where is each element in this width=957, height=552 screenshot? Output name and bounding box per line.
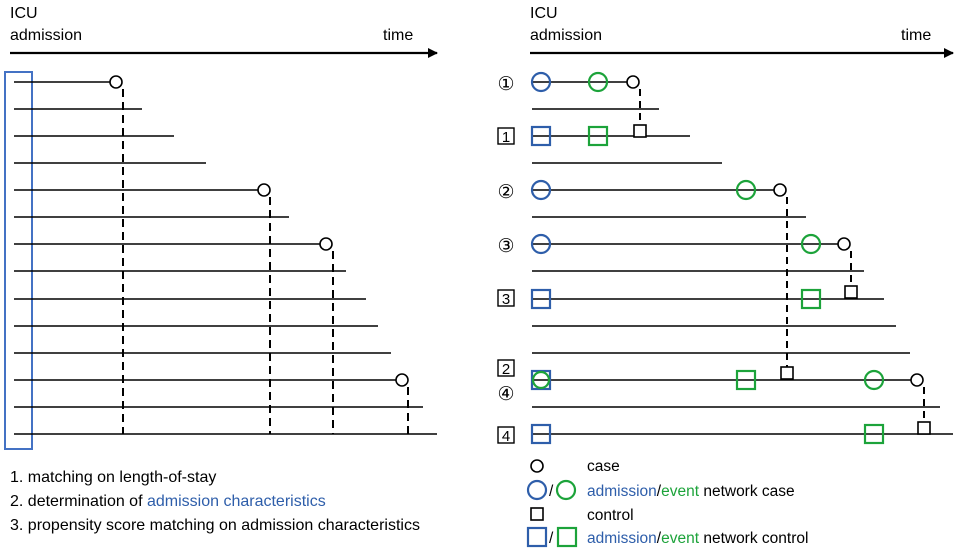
legend-slash-word: / <box>657 530 662 547</box>
case-number-marker: ① <box>497 74 514 95</box>
legend-slash: / <box>549 530 554 547</box>
case-circle <box>319 237 333 251</box>
legend-control-label: control <box>587 507 634 524</box>
case-circle <box>773 183 787 197</box>
event-network-markers <box>587 71 885 445</box>
legend-admission-square-icon <box>526 526 548 548</box>
step-2-prefix: 2. determination of <box>10 493 147 510</box>
event-network-control-square <box>863 423 885 445</box>
legend-slash-word: / <box>657 483 662 500</box>
legend-case-icon <box>530 459 544 473</box>
case-circle <box>257 183 271 197</box>
step-2-highlight: admission characteristics <box>147 493 326 510</box>
control-number-label: 3 <box>502 291 510 308</box>
right-panel: ICU admission time ① 1 ② ③ 3 2 ④ 4 <box>497 5 954 445</box>
event-network-control-square <box>800 288 822 310</box>
legend-slash: / <box>549 483 554 500</box>
legend-event-word: event <box>661 483 700 500</box>
right-case-markers <box>626 75 924 387</box>
case-circle <box>837 237 851 251</box>
control-square <box>633 124 647 138</box>
admission-network-control-square <box>530 423 552 445</box>
case-circle <box>395 373 409 387</box>
step-3-text: 3. propensity score matching on admissio… <box>10 517 420 534</box>
legend-event-word: event <box>661 530 700 547</box>
left-axis-label-admission: admission <box>10 27 82 44</box>
left-patient-lines <box>14 81 437 435</box>
legend-event-circle-icon <box>555 479 577 501</box>
right-control-markers <box>633 124 931 435</box>
control-number-box <box>497 426 515 444</box>
step-2-text: 2. determination of admission characteri… <box>10 493 326 510</box>
control-number-label: 1 <box>502 129 510 146</box>
control-number-box <box>497 289 515 307</box>
legend-admission-word: admission <box>587 483 657 500</box>
event-network-control-square <box>735 369 757 391</box>
event-network-case-circle <box>587 71 609 93</box>
legend-network-control-label: admission/event network control <box>587 530 808 547</box>
case-number-marker: ④ <box>497 384 514 405</box>
legend-case-label: case <box>587 458 620 475</box>
control-number-box <box>497 359 515 377</box>
left-dashed-lines <box>122 89 409 434</box>
legend: case / admission/event network case cont… <box>526 458 808 548</box>
event-network-control-square <box>587 125 609 147</box>
legend-event-square-icon <box>556 526 578 548</box>
steps-list: 1. matching on length-of-stay 2. determi… <box>10 469 420 534</box>
control-square <box>917 421 931 435</box>
legend-network-control-word: network control <box>699 530 808 547</box>
left-axis-label-time: time <box>383 27 413 44</box>
admission-network-control-square <box>530 288 552 310</box>
case-circle <box>626 75 640 89</box>
left-panel: ICU admission time <box>4 5 438 450</box>
right-dashed-lines <box>639 89 925 422</box>
right-axis-label-icu: ICU <box>530 5 558 22</box>
step-1-text: 1. matching on length-of-stay <box>10 469 216 486</box>
control-number-label: 4 <box>502 428 510 445</box>
event-network-case-circle <box>863 369 885 391</box>
admission-bracket <box>4 71 33 450</box>
right-patient-lines <box>532 81 953 435</box>
legend-admission-circle-icon <box>526 479 548 501</box>
right-axis-label-time: time <box>901 27 931 44</box>
legend-admission-word: admission <box>587 530 657 547</box>
event-network-case-circle <box>735 179 757 201</box>
left-axis-label-icu: ICU <box>10 5 38 22</box>
event-network-case-circle <box>531 370 551 390</box>
admission-network-case-circle <box>530 71 552 93</box>
right-row-markers: ① 1 ② ③ 3 2 ④ 4 <box>497 74 515 445</box>
control-number-label: 2 <box>502 361 510 378</box>
legend-network-case-word: network case <box>699 483 795 500</box>
admission-network-case-circle <box>530 179 552 201</box>
case-circle <box>910 373 924 387</box>
event-network-case-circle <box>800 233 822 255</box>
admission-network-case-circle <box>530 233 552 255</box>
case-number-marker: ② <box>497 182 514 203</box>
case-circle <box>109 75 123 89</box>
control-square <box>780 366 794 380</box>
case-number-marker: ③ <box>497 236 514 257</box>
control-number-box <box>497 127 515 145</box>
left-case-markers <box>109 75 409 387</box>
control-square <box>844 285 858 299</box>
right-axis-label-admission: admission <box>530 27 602 44</box>
admission-network-control-square <box>530 125 552 147</box>
legend-network-case-label: admission/event network case <box>587 483 795 500</box>
legend-control-icon <box>530 507 544 521</box>
